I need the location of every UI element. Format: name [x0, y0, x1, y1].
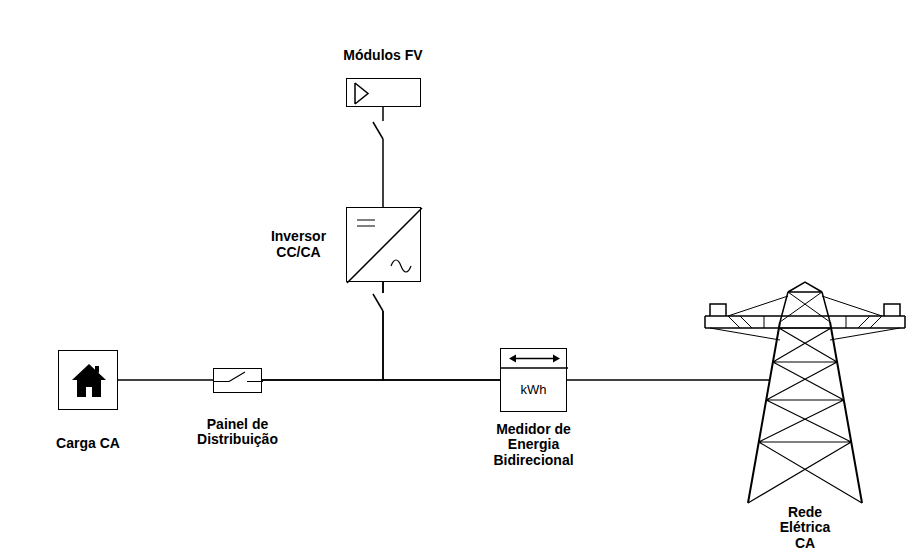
distribution-panel: Painel de Distribuição [188, 368, 288, 448]
ac-load-shape [58, 350, 118, 410]
pv-module-shape [346, 78, 421, 107]
node-label: Carga CA [56, 436, 120, 451]
ac-load: Carga CA [56, 350, 120, 451]
ac-load-symbol [59, 351, 119, 411]
pv-module-symbol [355, 83, 368, 104]
tower-insulator [710, 304, 900, 316]
energy-meter-shape: kWh [500, 348, 567, 412]
wire-connector [262, 379, 500, 381]
arrow-head [509, 355, 516, 363]
wire-connector [118, 379, 213, 381]
node-label: Medidor de Energia Bidirecional [484, 422, 584, 468]
switch-blade [373, 122, 383, 139]
distribution-panel-shape [213, 368, 262, 393]
distribution-panel-symbol [214, 369, 263, 394]
node-label: Inversor CC/CA [262, 229, 336, 260]
inverter-box: Inversor CC/CA [262, 207, 421, 282]
pv-module-symbol [347, 79, 422, 108]
pv-module: Módulos FV [343, 48, 422, 106]
inverter-box-symbol [347, 208, 422, 283]
tower-wire-stub [748, 379, 770, 381]
meter-divider [501, 367, 568, 369]
wire-connector [383, 282, 500, 380]
grid-tower-symbol [748, 282, 862, 503]
arrow-head [553, 355, 560, 363]
ac-sine-symbol [391, 260, 411, 272]
dc-switch-symbol [373, 121, 388, 139]
inverter-box-shape [346, 207, 421, 282]
switch-gap [378, 121, 388, 139]
energy-meter-symbol [501, 349, 568, 413]
house-icon [72, 364, 106, 397]
tower-lattice [748, 328, 862, 503]
grid-tower: Rede Elétrica CA [748, 282, 862, 551]
dc-symbol [357, 220, 375, 226]
breaker-symbol [214, 372, 263, 382]
grid-tower-shape [748, 282, 862, 503]
tower-arm-lattice [728, 316, 882, 328]
energy-meter: kWhMedidor de Energia Bidirecional [484, 348, 584, 468]
node-label: Módulos FV [343, 48, 422, 63]
ac-switch-symbol [373, 293, 388, 311]
switch-gap [378, 293, 388, 311]
tower-arm-brace [710, 296, 900, 340]
wire-connector [262, 282, 383, 380]
tower-leg [748, 322, 862, 503]
switch-blade [373, 294, 383, 311]
node-label: Painel de Distribuição [188, 417, 288, 448]
house-door [86, 387, 92, 397]
meter-unit: kWh [521, 382, 547, 397]
tower-crossarm [705, 316, 905, 328]
bidirectional-arrow [513, 358, 556, 360]
inverter-diagonal [347, 208, 422, 283]
wire-connector [567, 379, 748, 381]
node-label: Rede Elétrica CA [770, 505, 840, 551]
